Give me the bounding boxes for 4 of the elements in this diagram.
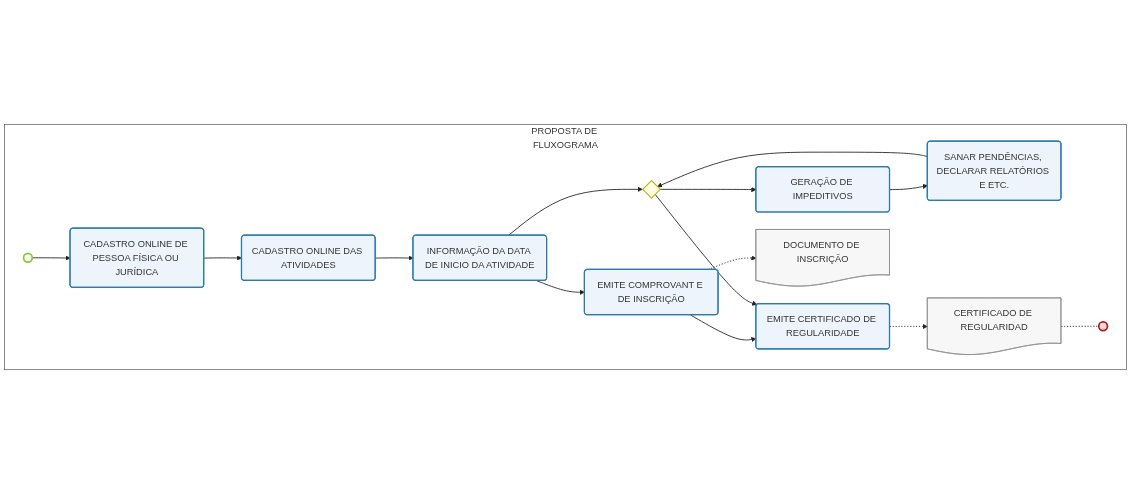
node-circle (1097, 321, 1109, 332)
node-diamond (641, 179, 662, 199)
node-circle (22, 252, 34, 263)
connector (1060, 325, 1100, 327)
